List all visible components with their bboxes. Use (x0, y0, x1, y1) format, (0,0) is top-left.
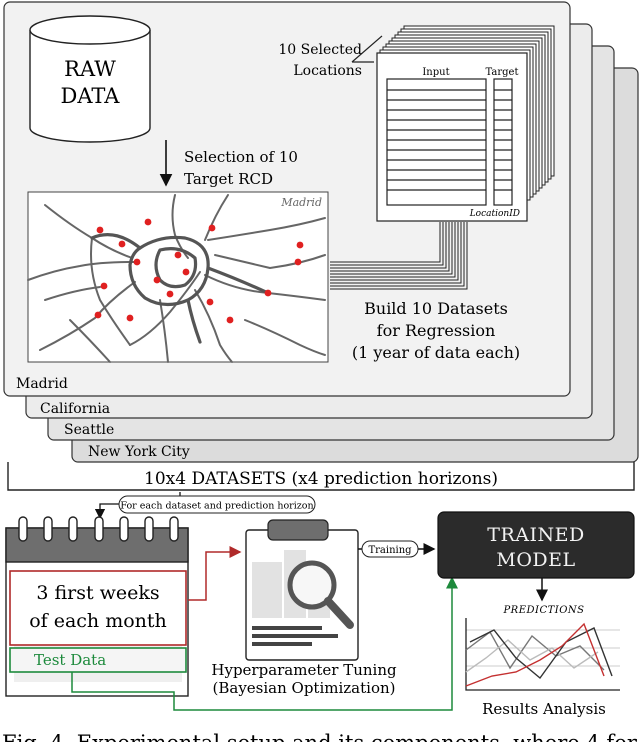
build-line3: (1 year of data each) (352, 343, 520, 362)
datasets-bracket (7, 462, 635, 491)
build-line1: Build 10 Datasets (364, 299, 508, 318)
hyperparameter-clipboard (245, 519, 359, 661)
figure-caption: Fig. 4. Experimental setup and its compo… (2, 731, 638, 742)
raw-data-cylinder: RAW DATA (29, 15, 151, 143)
station-11 (100, 282, 108, 290)
tuning-line1: Hyperparameter Tuning (211, 661, 397, 679)
calendar: 3 first weeks of each month Test Data (5, 516, 189, 697)
card-label-new-york: New York City (88, 444, 190, 460)
station-16 (126, 314, 134, 322)
station-15 (94, 311, 102, 319)
results-label: Results Analysis (482, 700, 606, 718)
selection-line1: Selection of 10 (184, 148, 298, 166)
per-dataset-pill (118, 495, 316, 514)
station-3 (208, 224, 216, 232)
raw-data-line1: RAW (64, 57, 116, 81)
station-9 (182, 268, 190, 276)
model-line1: TRAINED (487, 524, 584, 546)
station-6 (174, 251, 182, 259)
build-line2: for Regression (377, 321, 496, 340)
card-label-california: California (40, 401, 110, 417)
locations-line1: 10 Selected (278, 42, 362, 58)
prediction-line-dark (469, 627, 613, 680)
map-title: Madrid (280, 196, 322, 209)
station-7 (294, 258, 302, 266)
test-period-box (9, 647, 187, 673)
madrid-map: Madrid (27, 191, 329, 363)
table-target-header: Target (486, 67, 519, 78)
locations-line2: Locations (293, 63, 362, 79)
station-1 (96, 226, 104, 234)
table-input-header: Input (422, 67, 449, 78)
station-17 (226, 316, 234, 324)
prediction-line-red (465, 622, 605, 687)
station-2 (144, 218, 152, 226)
station-13 (264, 289, 272, 297)
magnifier-icon (287, 560, 354, 629)
train-period-box (9, 570, 187, 646)
station-4 (118, 240, 126, 248)
prediction-line-gray (465, 630, 605, 671)
test-to-results-arrow (71, 576, 458, 711)
station-5 (296, 241, 304, 249)
selection-line2: Target RCD (184, 170, 273, 188)
prediction-line-light (465, 639, 599, 673)
raw-data-line2: DATA (61, 84, 121, 108)
trained-model-box (437, 511, 635, 579)
card-label-madrid: Madrid (16, 376, 68, 392)
per-dataset-note: For each dataset and prediction horizon (120, 501, 313, 512)
training-label: Training (368, 545, 412, 556)
train-to-tuning-arrow (188, 546, 242, 601)
model-line2: MODEL (496, 549, 575, 571)
station-8 (133, 258, 141, 266)
map-to-datasets-lines (330, 222, 468, 290)
station-14 (206, 298, 214, 306)
station-10 (153, 276, 161, 284)
train-line2: of each month (29, 610, 167, 632)
calendar-binder-rings (18, 516, 179, 542)
test-label: Test Data (34, 651, 106, 669)
card-label-seattle: Seattle (64, 422, 114, 438)
train-line1: 3 first weeks (36, 582, 159, 604)
station-12 (166, 290, 174, 298)
dataset-table-stack: Input Target LocationID (351, 25, 555, 222)
table-footer: LocationID (469, 209, 520, 219)
tuning-line2: (Bayesian Optimization) (213, 679, 396, 697)
training-pill (361, 540, 419, 558)
predictions-title: PREDICTIONS (502, 605, 584, 616)
datasets-banner: 10x4 DATASETS (x4 prediction horizons) (144, 469, 498, 489)
predictions-chart: PREDICTIONS (465, 605, 620, 691)
